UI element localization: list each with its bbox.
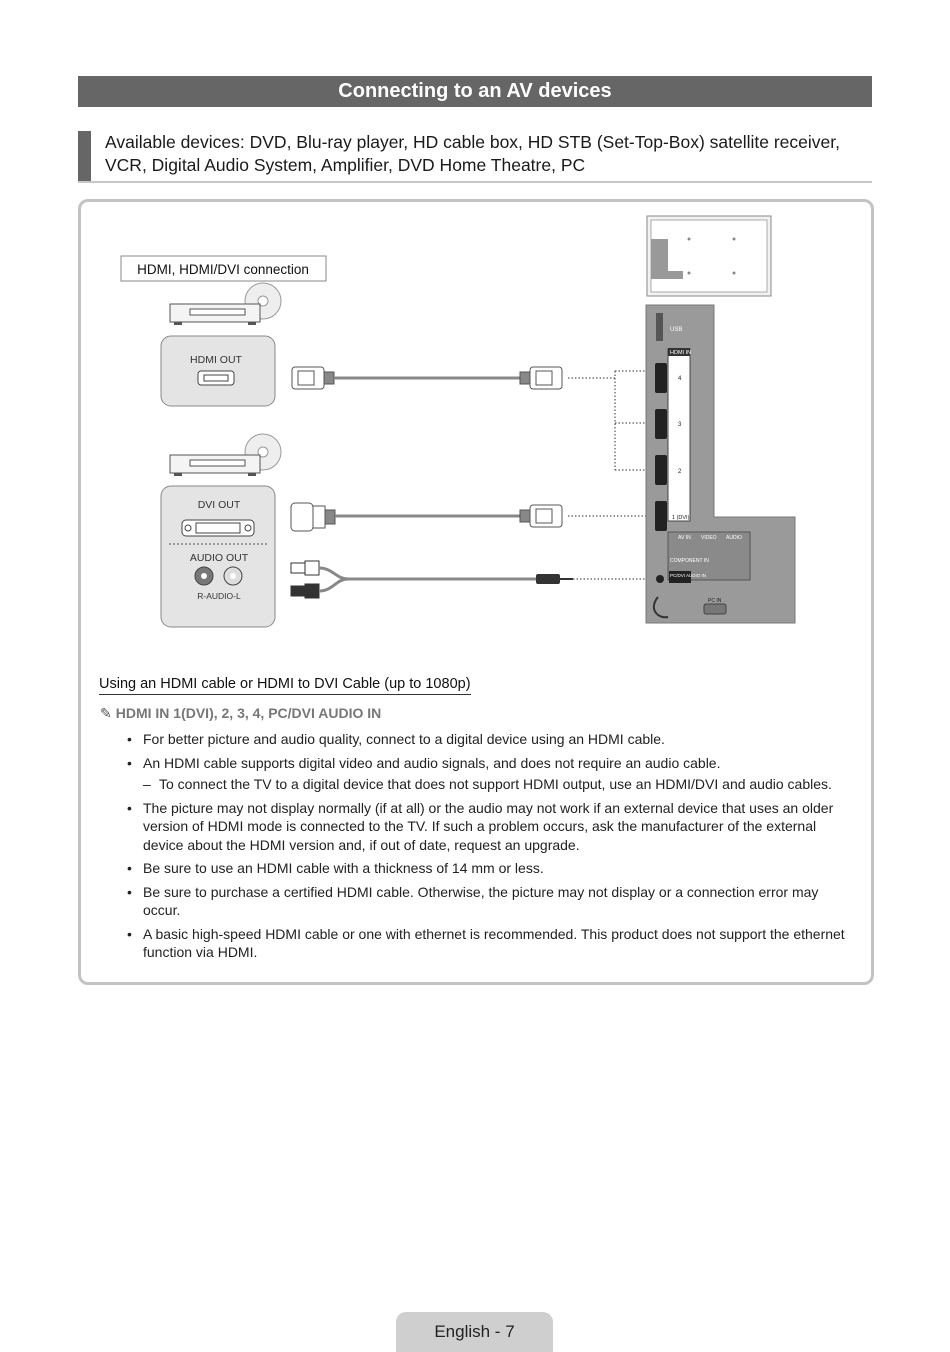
svg-text:HDMI IN: HDMI IN [670,350,691,356]
audio-cable [290,560,658,599]
section-heading: Using an HDMI cable or HDMI to DVI Cable… [99,676,471,695]
page-title: Connecting to an AV devices [78,76,872,107]
svg-text:USB: USB [670,327,682,333]
bullet-icon: • [127,860,132,876]
list-item: •An HDMI cable supports digital video an… [127,754,852,794]
available-devices-heading: Available devices: DVD, Blu-ray player, … [78,131,872,183]
dash-icon: – [143,776,151,792]
list-item: •A basic high-speed HDMI cable or one wi… [127,925,845,961]
list-item: •The picture may not display normally (i… [127,799,834,853]
bullet-list: •For better picture and audio quality, c… [127,730,852,967]
sub-list-item: –To connect the TV to a digital device t… [143,776,832,792]
note-line: ✎HDMI IN 1(DVI), 2, 3, 4, PC/DVI AUDIO I… [100,705,381,722]
audio-out-label: AUDIO OUT [190,552,249,564]
svg-text:PC/DVI AUDIO IN: PC/DVI AUDIO IN [670,573,706,578]
svg-text:AUDIO: AUDIO [726,535,742,541]
svg-text:2: 2 [678,469,682,475]
connection-label: HDMI, HDMI/DVI connection [120,255,327,282]
svg-text:PC IN: PC IN [708,598,722,604]
svg-text:4: 4 [678,376,682,382]
tv-thumbnail-icon [646,215,772,297]
svg-text:AV IN: AV IN [678,535,691,541]
dvi-out-label: DVI OUT [198,499,241,511]
dvi-hdmi-cable [290,502,658,532]
tv-back-panel: USB HDMI IN 4 3 2 1 (DVI) AV IN VIDEO AU… [645,304,796,624]
bullet-icon: • [127,799,132,816]
connection-label-text: HDMI, HDMI/DVI connection [137,262,309,277]
hdmi-cable-1 [291,366,615,390]
content-frame [78,199,874,985]
player-device-2-icon [169,433,282,476]
bullet-icon: • [127,925,132,942]
connection-diagram: HDMI, HDMI/DVI connection HDMI OUT [78,199,874,659]
available-devices-text: Available devices: DVD, Blu-ray player, … [105,132,840,175]
list-item: •For better picture and audio quality, c… [127,731,665,747]
hdmi-out-panel: HDMI OUT [160,335,276,407]
svg-text:3: 3 [678,422,682,428]
hdmi-out-label: HDMI OUT [190,354,242,366]
list-item: •Be sure to use an HDMI cable with a thi… [127,860,544,876]
svg-text:VIDEO: VIDEO [701,535,717,541]
note-text: HDMI IN 1(DVI), 2, 3, 4, PC/DVI AUDIO IN [115,705,382,721]
bullet-icon: • [127,731,132,747]
heading-marker [78,131,91,181]
dvi-audio-out-panel: DVI OUT AUDIO OUT R-AUDIO-L [160,485,276,628]
bullet-icon: • [127,883,132,900]
pencil-icon: ✎ [100,705,112,721]
bullet-icon: • [127,754,132,771]
svg-text:COMPONENT IN: COMPONENT IN [670,558,709,564]
player-device-1-icon [169,282,282,325]
svg-text:1 (DVI): 1 (DVI) [672,515,690,521]
page-number-tab: English - 7 [396,1312,553,1352]
audio-sub-label: R-AUDIO-L [197,591,241,601]
list-item: •Be sure to purchase a certified HDMI ca… [127,883,819,919]
